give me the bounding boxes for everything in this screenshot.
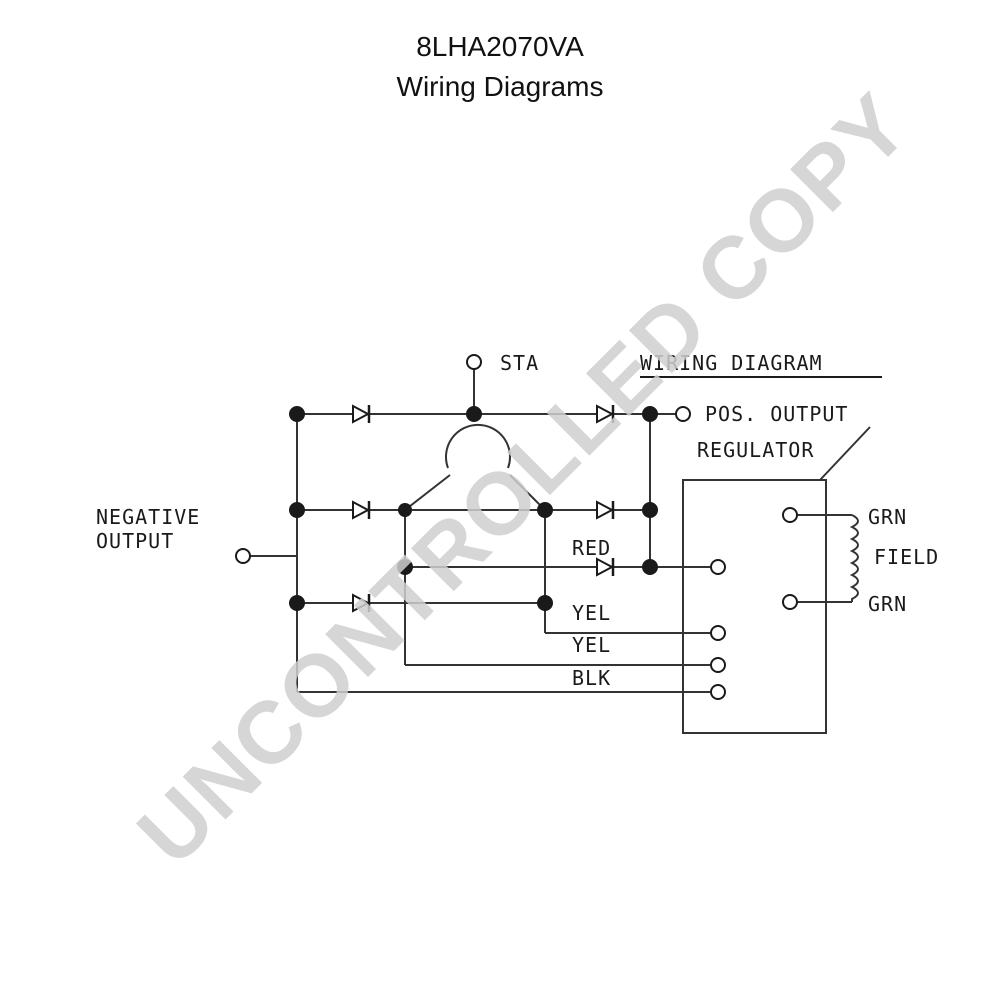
node-lower-right (537, 595, 553, 611)
stator-winding-left (404, 474, 451, 511)
node-sta (466, 406, 482, 422)
label-negative: NEGATIVE (96, 505, 200, 529)
diode-top-left (352, 404, 371, 424)
terminal-field-top (782, 507, 798, 523)
node-phase-a (398, 503, 412, 517)
label-regulator: REGULATOR (697, 438, 814, 462)
diagram-heading: WIRING DIAGRAM (640, 351, 823, 375)
wires (250, 367, 871, 734)
label-grn-bottom: GRN (868, 592, 907, 616)
label-yel-1: YEL (572, 601, 611, 625)
regulator-box (682, 479, 827, 734)
diode-lower-left (352, 593, 371, 613)
label-blk: BLK (572, 666, 611, 690)
terminal-regulator-yel-1 (710, 625, 726, 641)
regulator-pointer (819, 426, 871, 481)
node-top-right (642, 406, 658, 422)
terminal-negative-output (235, 548, 251, 564)
node-phase-c (397, 559, 413, 575)
diagram-subtitle: Wiring Diagrams (396, 71, 604, 102)
stator-winding-right (509, 474, 546, 511)
node-phase-b (537, 502, 553, 518)
diagram-model-title: 8LHA2070VA (416, 31, 584, 62)
label-output: OUTPUT (96, 529, 174, 553)
diode-middle-right (596, 500, 615, 520)
node-top-left (289, 406, 305, 422)
diode-top-right (596, 404, 615, 424)
label-yel-2: YEL (572, 633, 611, 657)
terminals (235, 354, 798, 700)
terminal-regulator-blk (710, 684, 726, 700)
label-grn-top: GRN (868, 505, 907, 529)
terminal-sta (466, 354, 482, 370)
terminal-field-bottom (782, 594, 798, 610)
node-middle-left (289, 502, 305, 518)
label-pos-output: POS. OUTPUT (705, 402, 848, 426)
diode-middle-left (352, 500, 371, 520)
label-red: RED (572, 536, 611, 560)
diodes (352, 404, 615, 613)
junction-nodes (289, 406, 658, 611)
terminal-regulator-yel-2 (710, 657, 726, 673)
node-lower-left (289, 595, 305, 611)
diode-red (596, 557, 615, 577)
terminal-pos-output (675, 406, 691, 422)
label-sta: STA (500, 351, 539, 375)
terminal-regulator-red (710, 559, 726, 575)
stator-rotor-circle (445, 423, 511, 469)
label-field: FIELD (874, 545, 939, 569)
uncontrolled-copy-watermark: UNCONTROLLED COPY (118, 74, 928, 884)
labels: WIRING DIAGRAM STA POS. OUTPUT REGULATOR… (96, 351, 939, 690)
node-middle-right (642, 502, 658, 518)
node-red (642, 559, 658, 575)
field-coil (849, 514, 859, 602)
